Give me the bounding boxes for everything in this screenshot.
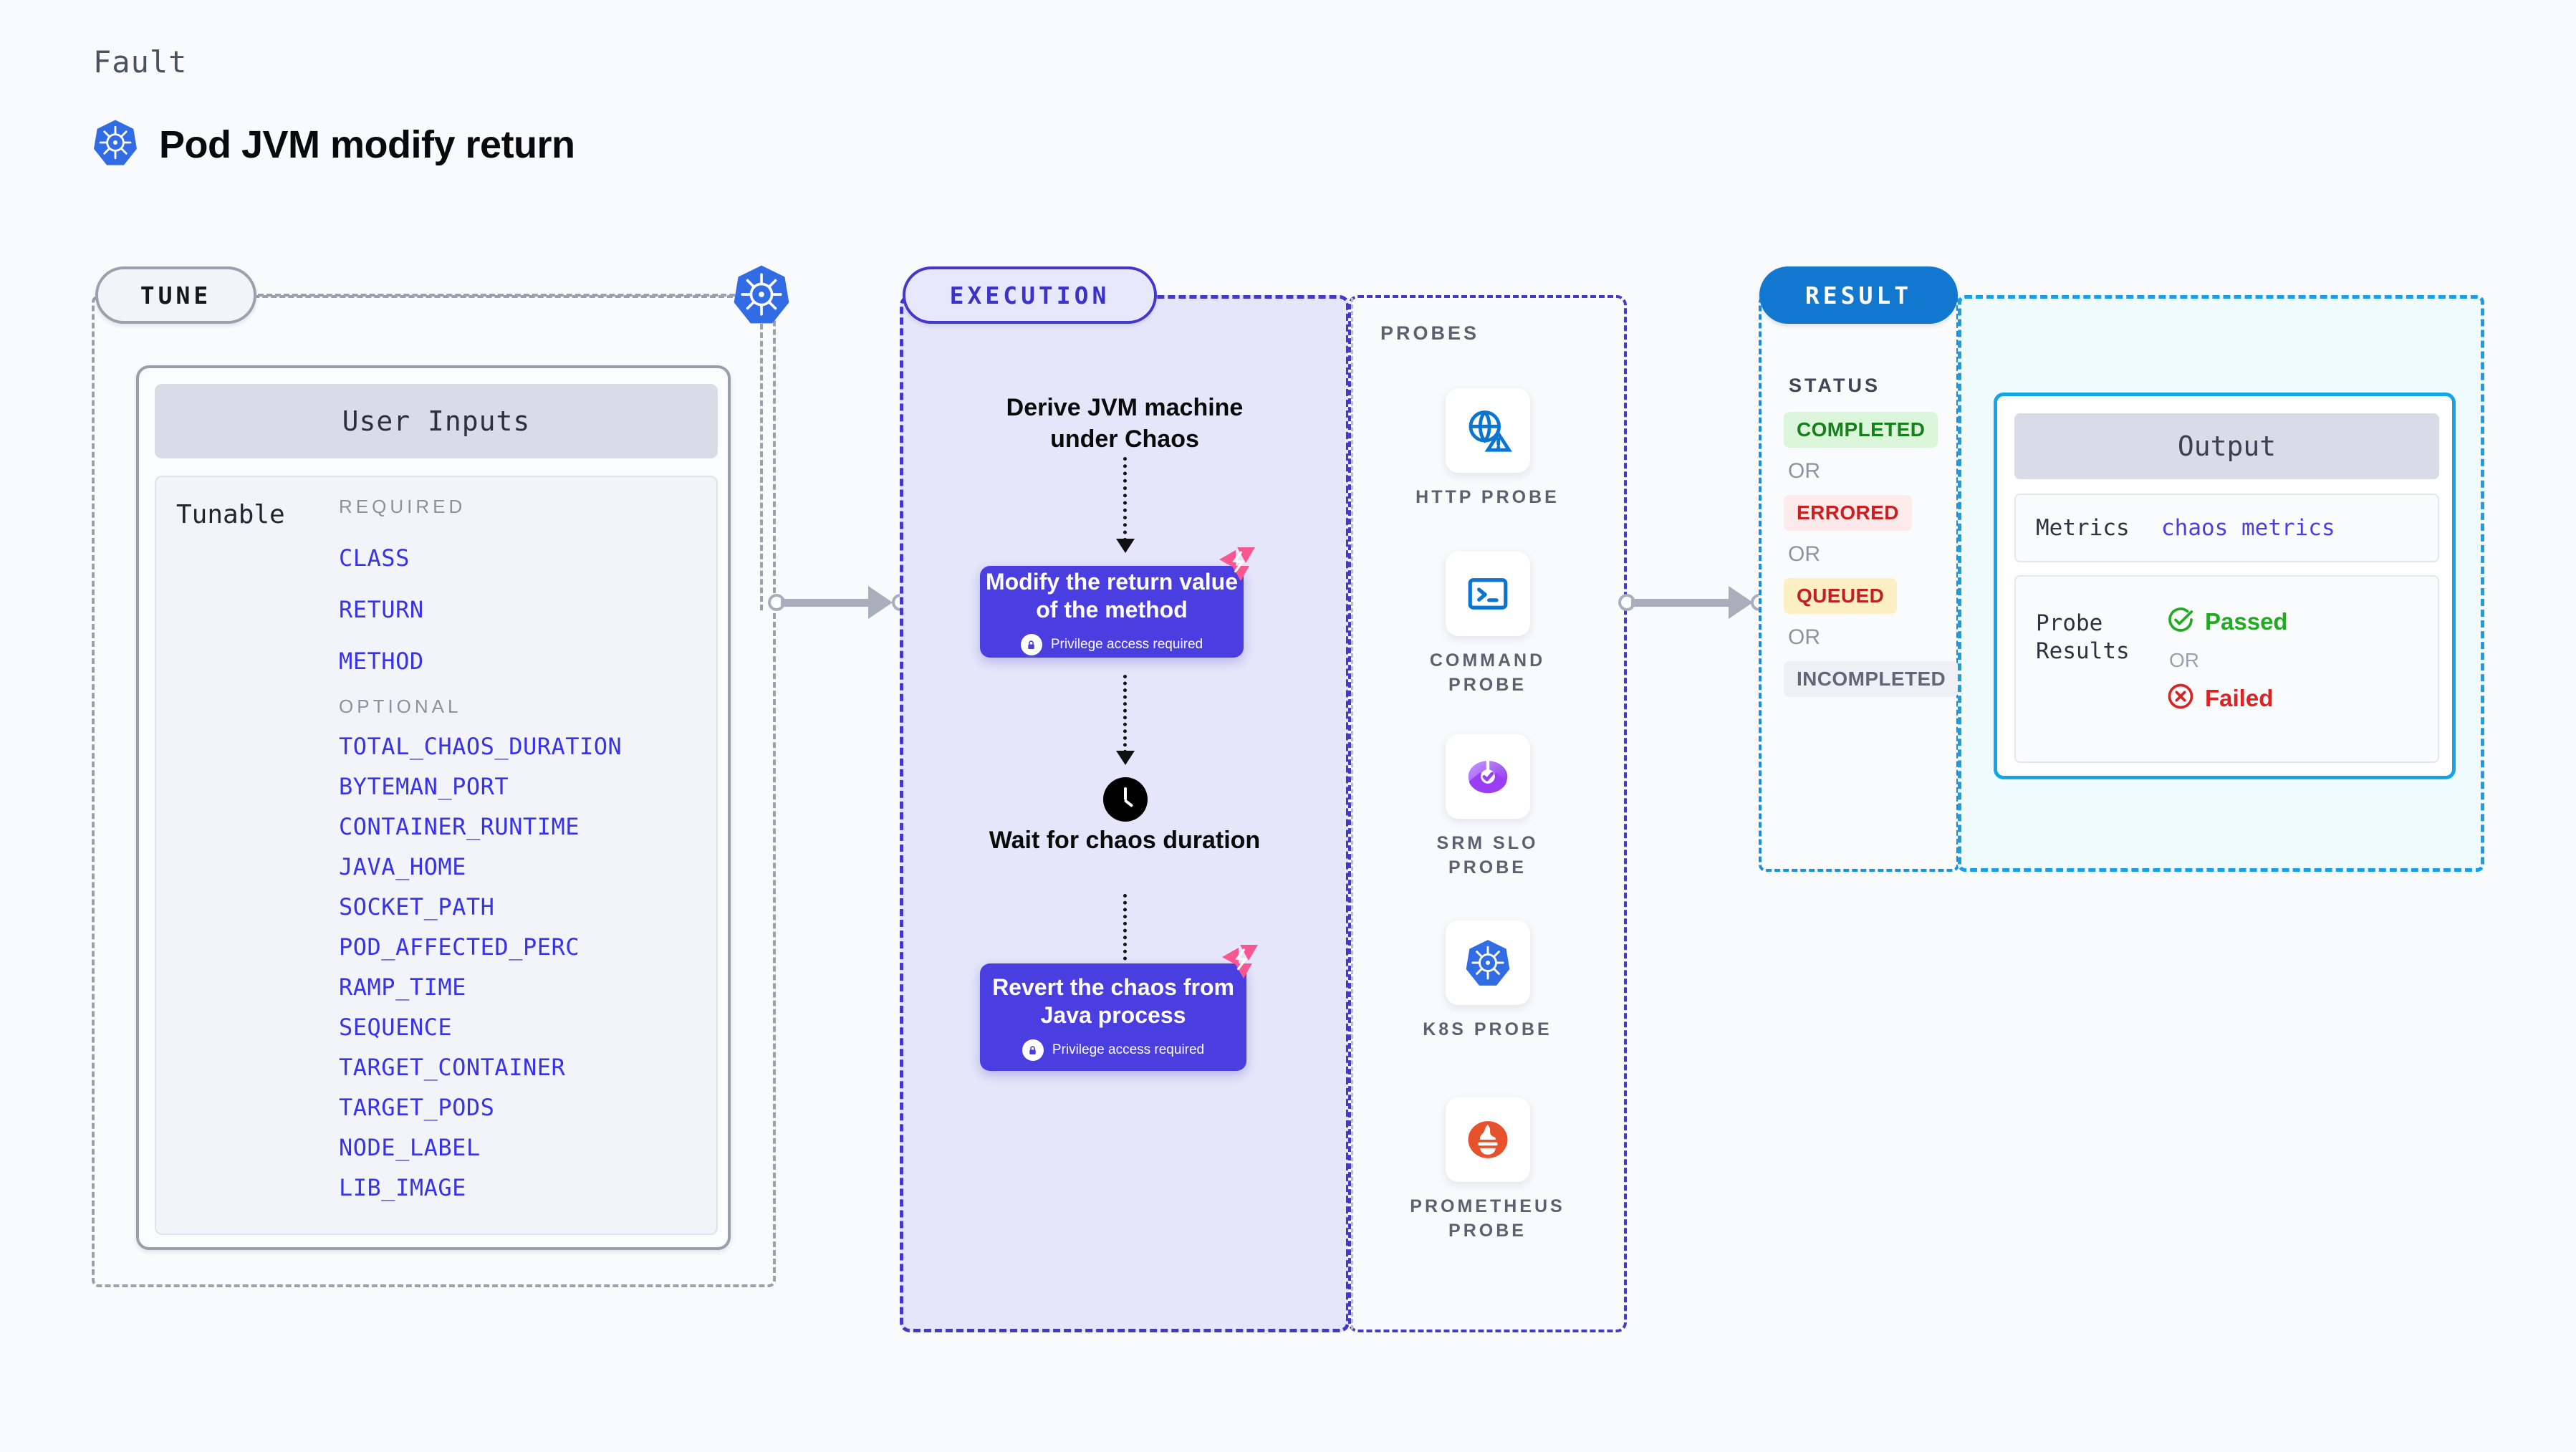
probe-k8s[interactable]: K8S PROBE [1404, 920, 1571, 1042]
lock-icon [1022, 1039, 1044, 1062]
list-item[interactable]: TOTAL_CHAOS_DURATION [339, 733, 623, 760]
metrics-row: Metrics chaos metrics [2014, 494, 2439, 562]
status-badge: QUEUED [1784, 578, 1898, 614]
result-pill[interactable]: RESULT [1759, 266, 1958, 324]
kubernetes-icon [93, 118, 138, 170]
list-item[interactable]: SOCKET_PATH [339, 893, 495, 920]
probes-title: PROBES [1380, 322, 1480, 344]
probe-label: COMMAND PROBE [1429, 650, 1546, 695]
list-item[interactable]: LIB_IMAGE [339, 1174, 466, 1201]
kubernetes-drop-line [760, 324, 763, 610]
step-title: Modify the return value of the method [985, 568, 1239, 622]
terminal-icon [1445, 552, 1530, 636]
probe-label: PROMETHEUS PROBE [1410, 1196, 1565, 1241]
list-item[interactable]: CLASS [339, 544, 410, 572]
srm-slo-icon [1445, 734, 1530, 819]
probes-inner-divider [1351, 298, 1353, 1330]
required-list: CLASS RETURN METHOD [339, 547, 711, 673]
step-title: Revert the chaos from Java process [992, 973, 1234, 1028]
list-item[interactable]: NODE_LABEL [339, 1134, 481, 1161]
clock-icon [1103, 777, 1148, 822]
tunable-list: REQUIRED CLASS RETURN METHOD OPTIONAL TO… [339, 496, 711, 1199]
list-item[interactable]: CONTAINER_RUNTIME [339, 813, 580, 840]
execution-step-modify[interactable]: Modify the return value of the method Pr… [980, 566, 1244, 658]
privilege-text: Privilege access required [1050, 637, 1203, 653]
probe-srm-slo[interactable]: SRM SLO PROBE [1404, 734, 1571, 880]
list-item[interactable]: JAVA_HOME [339, 853, 466, 880]
prometheus-icon [1445, 1097, 1530, 1182]
arrow-derive-to-modify [1123, 457, 1127, 542]
tunable-row-label: Tunable [176, 500, 285, 529]
fault-title-row: Pod JVM modify return [93, 118, 575, 170]
execution-step-revert[interactable]: Revert the chaos from Java process Privi… [980, 963, 1246, 1071]
arrow-head-icon [1116, 751, 1135, 765]
metrics-label: Metrics [2036, 514, 2130, 541]
flow-arrow-tune-to-execution [781, 586, 895, 619]
optional-list: TOTAL_CHAOS_DURATION BYTEMAN_PORT CONTAI… [339, 735, 711, 1199]
list-item[interactable]: TARGET_PODS [339, 1094, 495, 1121]
required-heading: REQUIRED [339, 496, 466, 517]
list-item[interactable]: SEQUENCE [339, 1014, 453, 1041]
execution-step-derive: Derive JVM machine under Chaos [1006, 394, 1244, 453]
user-inputs-card: User Inputs Tunable REQUIRED CLASS RETUR… [136, 365, 731, 1250]
optional-heading: OPTIONAL [339, 696, 462, 717]
lock-icon [1020, 634, 1042, 656]
x-circle-icon [2166, 682, 2195, 714]
probe-label: SRM SLO PROBE [1436, 833, 1539, 878]
probe-http[interactable]: HTTP PROBE [1404, 388, 1571, 510]
execution-pill[interactable]: EXECUTION [903, 266, 1157, 324]
or-label: OR [1788, 542, 1820, 566]
privilege-text: Privilege access required [1052, 1042, 1205, 1058]
privilege-row: Privilege access required [1020, 634, 1203, 656]
list-item[interactable]: RETURN [339, 596, 424, 623]
privilege-row: Privilege access required [1022, 1039, 1205, 1062]
probe-command[interactable]: COMMAND PROBE [1404, 552, 1571, 698]
arrow-head-icon [1116, 539, 1135, 553]
page-title: Pod JVM modify return [159, 122, 575, 166]
verdict-text: Passed [2205, 607, 2288, 635]
probe-label: K8S PROBE [1423, 1019, 1552, 1039]
verdict-text: Failed [2205, 684, 2274, 711]
fault-kicker: Fault [93, 44, 188, 80]
list-item[interactable]: TARGET_CONTAINER [339, 1054, 566, 1081]
or-label: OR [1788, 459, 1820, 483]
probe-label: HTTP PROBE [1416, 487, 1559, 507]
execution-step-wait: Wait for chaos duration [989, 827, 1261, 854]
kubernetes-icon [731, 264, 792, 325]
status-badge: INCOMPLETED [1784, 661, 1959, 697]
probe-verdict-failed: Failed [2166, 682, 2288, 714]
status-list: COMPLETED OR ERRORED OR QUEUED OR INCOMP… [1784, 412, 1959, 697]
flow-arrow-probes-to-result [1631, 586, 1760, 619]
list-item[interactable]: RAMP_TIME [339, 973, 466, 1001]
status-heading: STATUS [1789, 375, 1880, 396]
list-item[interactable]: METHOD [339, 648, 424, 675]
tune-pill[interactable]: TUNE [95, 266, 256, 324]
or-label: OR [2169, 649, 2199, 671]
output-card: Output Metrics chaos metrics Probe Resul… [1994, 393, 2456, 779]
or-label: OR [1788, 625, 1820, 649]
list-item[interactable]: POD_AFFECTED_PERC [339, 933, 580, 961]
list-item[interactable]: BYTEMAN_PORT [339, 773, 509, 800]
status-badge: ERRORED [1784, 495, 1912, 531]
output-title: Output [2014, 413, 2439, 479]
tune-connector-line [258, 294, 752, 297]
status-badge: COMPLETED [1784, 412, 1938, 448]
globe-warning-icon [1445, 388, 1530, 473]
probe-prometheus[interactable]: PROMETHEUS PROBE [1404, 1097, 1571, 1244]
user-inputs-title: User Inputs [155, 384, 718, 458]
user-inputs-body: Tunable REQUIRED CLASS RETURN METHOD OPT… [155, 476, 718, 1235]
check-circle-icon [2166, 605, 2195, 638]
kubernetes-icon [1445, 920, 1530, 1005]
probe-results-label: Probe Results [2036, 610, 2130, 664]
metrics-value[interactable]: chaos metrics [2161, 515, 2335, 541]
probe-results-row: Probe Results Passed OR [2014, 575, 2439, 763]
probe-verdict-passed: Passed [2166, 605, 2288, 638]
arrow-modify-to-wait [1123, 675, 1127, 754]
arrow-wait-to-revert [1123, 894, 1127, 974]
